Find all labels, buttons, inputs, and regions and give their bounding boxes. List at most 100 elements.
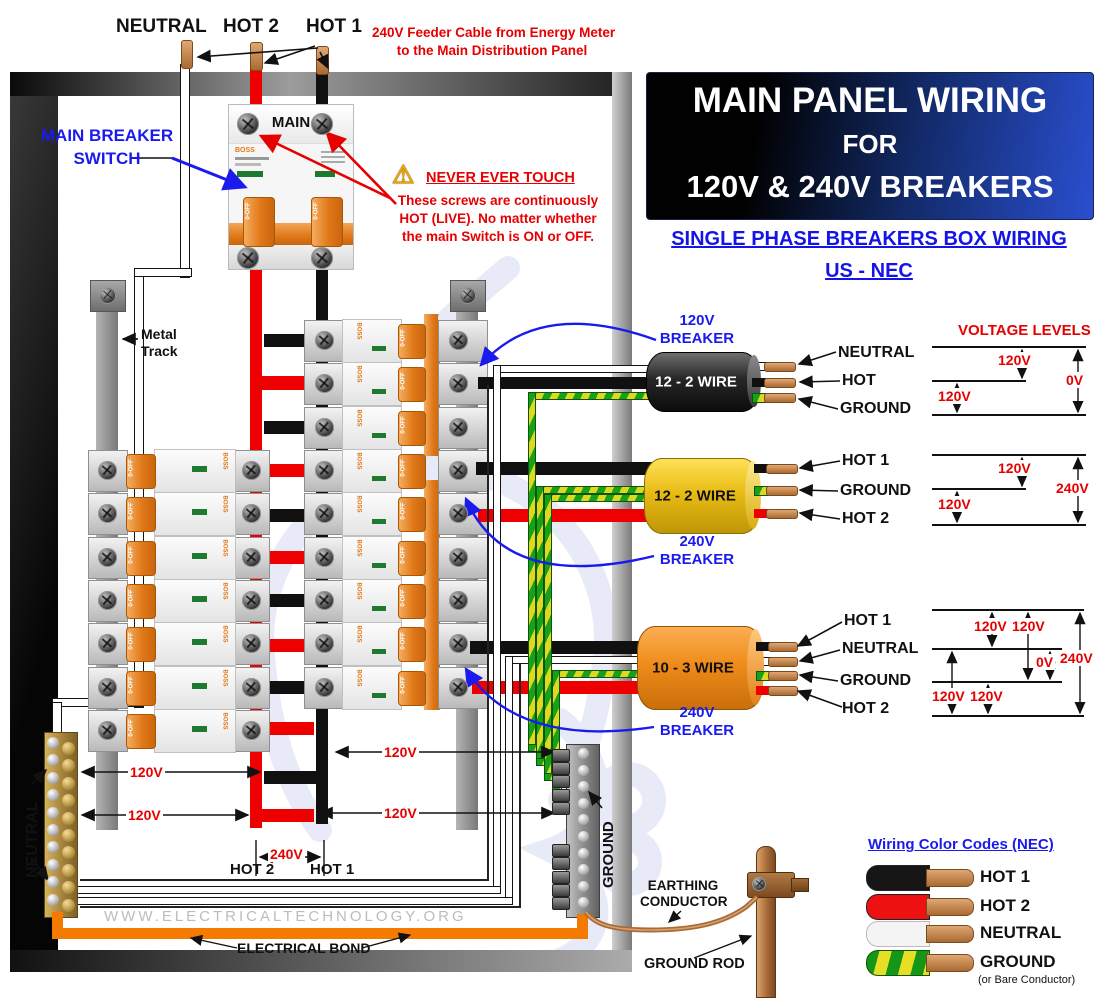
ground-wire-4-top <box>552 670 646 678</box>
ground-bus-screw-icon <box>578 897 589 909</box>
left-breaker-0-brand: BOSS <box>221 452 228 470</box>
mid-breaker-8-body <box>342 666 402 710</box>
neutral-pigtail-1-bottom <box>76 886 501 894</box>
legend-wire-tip <box>926 954 974 972</box>
screw-icon <box>448 590 468 610</box>
toggle-text: 0-OFF <box>128 719 135 737</box>
tip-sleeve-hot2-3 <box>756 686 770 695</box>
cable2-conductor-ground: GROUND <box>840 482 912 499</box>
electrical-bond-wire-right <box>577 914 588 939</box>
warning-line1: These screws are continuously <box>397 193 599 208</box>
d2-240v: 240V <box>1054 480 1091 496</box>
left-breaker-1-indicator <box>192 509 207 515</box>
left-breaker-2-brand: BOSS <box>221 539 228 557</box>
screw-icon <box>241 677 261 697</box>
left-breaker-5-indicator <box>192 683 207 689</box>
hot2-service-wire <box>250 66 262 106</box>
left-breaker-2-indicator <box>192 553 207 559</box>
ground-bus-terminal <box>552 844 570 857</box>
breaker-240v-b-label-2: BREAKER <box>659 722 735 739</box>
thin-wire-1 <box>487 385 489 880</box>
mid-breaker-5-toggle: 0-OFF <box>398 541 426 576</box>
screw-icon <box>97 633 117 653</box>
mid-breaker-4-brand: BOSS <box>355 495 362 513</box>
d2-120v-top: 120V <box>996 460 1033 476</box>
screw-icon <box>311 247 333 269</box>
toggle-text: 0-OFF <box>128 502 135 520</box>
tip-sleeve-hot1-2 <box>754 464 768 473</box>
main-breaker-toggle-left: 0-OFF <box>243 197 275 247</box>
thin-wire-2 <box>519 663 521 907</box>
legend-wire-ground <box>866 950 930 976</box>
left-breaker-5-brand: BOSS <box>221 669 228 687</box>
neutral-bus-screw-icon <box>47 824 59 836</box>
watermark-text: WWW.ELECTRICALTECHNOLOGY.ORG <box>104 908 467 925</box>
electrical-bond-label: ELECTRICAL BOND <box>237 940 371 956</box>
cable1-conductor-ground: GROUND <box>840 400 912 417</box>
ground-bus-screw-icon <box>578 847 589 859</box>
output-hot1-wire-2 <box>476 462 652 475</box>
screw-icon <box>97 677 117 697</box>
toggle-text: 0-OFF <box>400 502 407 520</box>
ground-bus-terminal <box>552 884 570 897</box>
neutral-bus-terminal <box>62 776 75 790</box>
output-hot1-wire-3 <box>470 641 646 654</box>
tip-neutral-3 <box>768 657 798 667</box>
mid-breaker-2-toggle: 0-OFF <box>398 411 426 446</box>
top-label-hot1: HOT 1 <box>306 16 362 37</box>
title-line3: 120V & 240V BREAKERS <box>686 169 1054 204</box>
main-breaker-toggle-right: 0-OFF <box>311 197 343 247</box>
screw-icon <box>314 373 334 393</box>
ground-wire-3 <box>544 494 552 778</box>
ground-bus-terminal <box>552 871 570 884</box>
cable1-conductor-neutral: NEUTRAL <box>838 344 915 361</box>
mid-breaker-1-brand: BOSS <box>355 365 362 383</box>
hot2-bus-tee <box>250 376 316 390</box>
ground-rod <box>756 846 776 998</box>
screw-icon <box>97 460 117 480</box>
neutral-bus-terminal <box>62 829 75 842</box>
meas-left-120v-bottom: 120V <box>126 807 163 823</box>
title-block: MAIN PANEL WIRING FOR 120V & 240V BREAKE… <box>646 72 1094 220</box>
output-hot-wire-1 <box>478 377 660 389</box>
voltage-levels-title: VOLTAGE LEVELS <box>958 322 1091 339</box>
screw-icon <box>97 503 117 523</box>
mid-breaker-1-toggle: 0-OFF <box>398 367 426 402</box>
d3-240v: 240V <box>1058 650 1095 666</box>
screw-icon <box>448 677 468 697</box>
thin-wire-1-bottom <box>80 879 489 881</box>
neutral-service-wire-tail <box>52 702 62 736</box>
tip-gnd-1 <box>764 393 796 403</box>
screw-icon <box>448 547 468 567</box>
legend-wire-neutral <box>866 921 930 947</box>
mid-breaker-8-brand: BOSS <box>355 669 362 687</box>
meas-right-120v-top: 120V <box>382 744 419 760</box>
ground-wire-1-top <box>528 392 656 400</box>
mid-breaker-2-brand: BOSS <box>355 409 362 427</box>
cable-10-3-orange-label: 10 - 3 WIRE <box>652 659 734 677</box>
mid-breaker-6-body <box>342 579 402 623</box>
d3-120v-a: 120V <box>972 618 1009 634</box>
left-breaker-0-indicator <box>192 466 207 472</box>
tip-hot-1 <box>764 378 796 388</box>
left-breaker-0-mount <box>88 450 128 492</box>
breaker-rail <box>424 314 440 710</box>
toggle-text: 0-OFF <box>400 589 407 607</box>
screw-icon <box>448 330 468 350</box>
toggle-text: 0-OFF <box>400 459 407 477</box>
ground-bus-terminal <box>552 802 570 815</box>
tip-sleeve-hot-1 <box>752 378 766 387</box>
cable3-conductor-neutral: NEUTRAL <box>842 640 919 657</box>
cable3-conductor-hot1: HOT 1 <box>844 612 892 629</box>
screw-icon <box>97 720 117 740</box>
toggle-text: 0-OFF <box>400 676 407 694</box>
screw-icon <box>241 590 261 610</box>
ground-rod-clamp-screw-icon <box>752 877 766 891</box>
toggle-text: 0-OFF <box>128 589 135 607</box>
mid-breaker-0-indicator <box>372 346 386 351</box>
cable2-conductor-hot1: HOT 1 <box>842 452 890 469</box>
ground-bus-terminal <box>552 749 570 762</box>
tip-sleeve-hot1-3 <box>756 642 770 651</box>
subtitle-line1: SINGLE PHASE BREAKERS BOX WIRING <box>671 228 1067 250</box>
d3-120v-b: 120V <box>1010 618 1047 634</box>
